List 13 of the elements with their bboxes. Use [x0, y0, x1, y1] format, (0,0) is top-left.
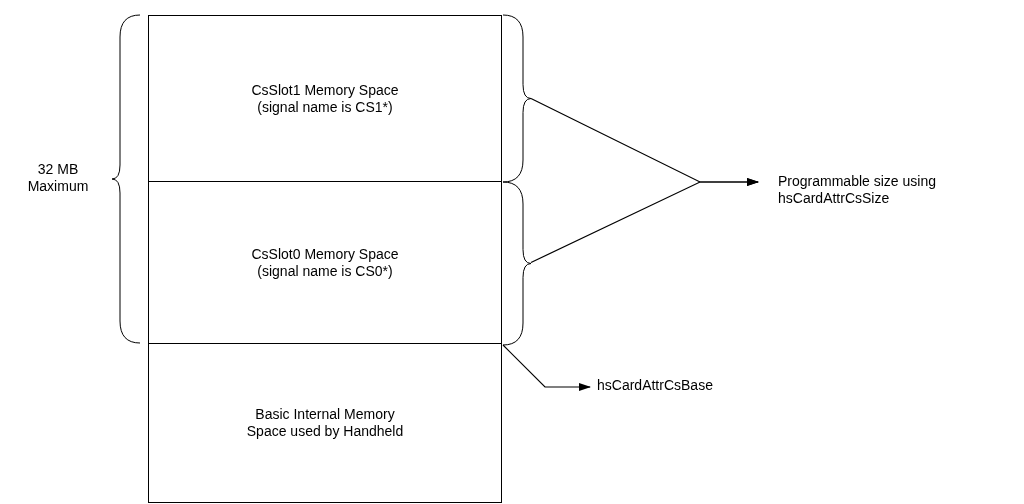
size-label: 32 MB Maximum — [26, 161, 90, 195]
leader-arrow — [502, 344, 591, 391]
region-label: Basic Internal Memory Space used by Handheld — [245, 406, 405, 440]
region-label: (signal name is CS0*) — [257, 262, 393, 280]
region-label: hsCardAttrCsBase — [597, 377, 713, 394]
region-label: CsSlot0 Memory Space — [251, 245, 399, 263]
leader-arrow — [530, 178, 759, 264]
memory-region-box — [148, 181, 502, 344]
region-label: Programmable size using hsCardAttrCsSize — [778, 173, 937, 207]
region-label: CsSlot1 Memory Space — [251, 81, 399, 99]
memory-region-box — [148, 15, 502, 182]
memory-region-box — [148, 343, 502, 503]
region-label: (signal name is CS1*) — [257, 98, 393, 116]
